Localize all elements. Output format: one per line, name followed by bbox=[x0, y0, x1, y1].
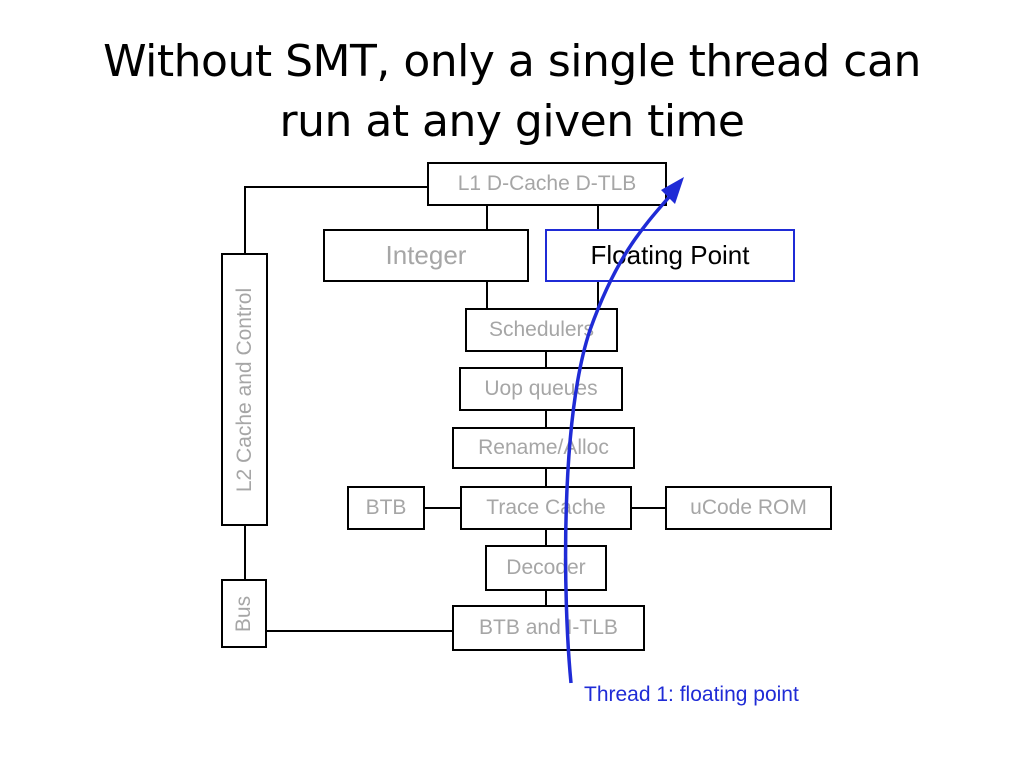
thread-caption: Thread 1: floating point bbox=[584, 683, 799, 706]
slide-title: Without SMT, only a single thread can ru… bbox=[0, 32, 1024, 152]
l2-cache-box: L2 Cache and Control bbox=[221, 253, 268, 526]
uop-queues-box: Uop queues bbox=[459, 367, 623, 411]
thread-arrowhead bbox=[661, 177, 684, 204]
schedulers-box: Schedulers bbox=[465, 308, 618, 352]
trace-cache-box: Trace Cache bbox=[460, 486, 632, 530]
integer-box: Integer bbox=[323, 229, 529, 282]
l1-dcache-dtlb-box: L1 D-Cache D-TLB bbox=[427, 162, 667, 206]
title-line-1: Without SMT, only a single thread can bbox=[103, 36, 921, 87]
btb-box: BTB bbox=[347, 486, 425, 530]
btb-itlb-box: BTB and I-TLB bbox=[452, 605, 645, 651]
floating-point-box: Floating Point bbox=[545, 229, 795, 282]
thread-path bbox=[563, 194, 672, 684]
title-line-2: run at any given time bbox=[279, 96, 745, 147]
l2-to-l1-line bbox=[244, 186, 428, 254]
ucode-rom-box: uCode ROM bbox=[665, 486, 832, 530]
bus-box: Bus bbox=[221, 579, 267, 648]
rename-alloc-box: Rename/Alloc bbox=[452, 427, 635, 469]
